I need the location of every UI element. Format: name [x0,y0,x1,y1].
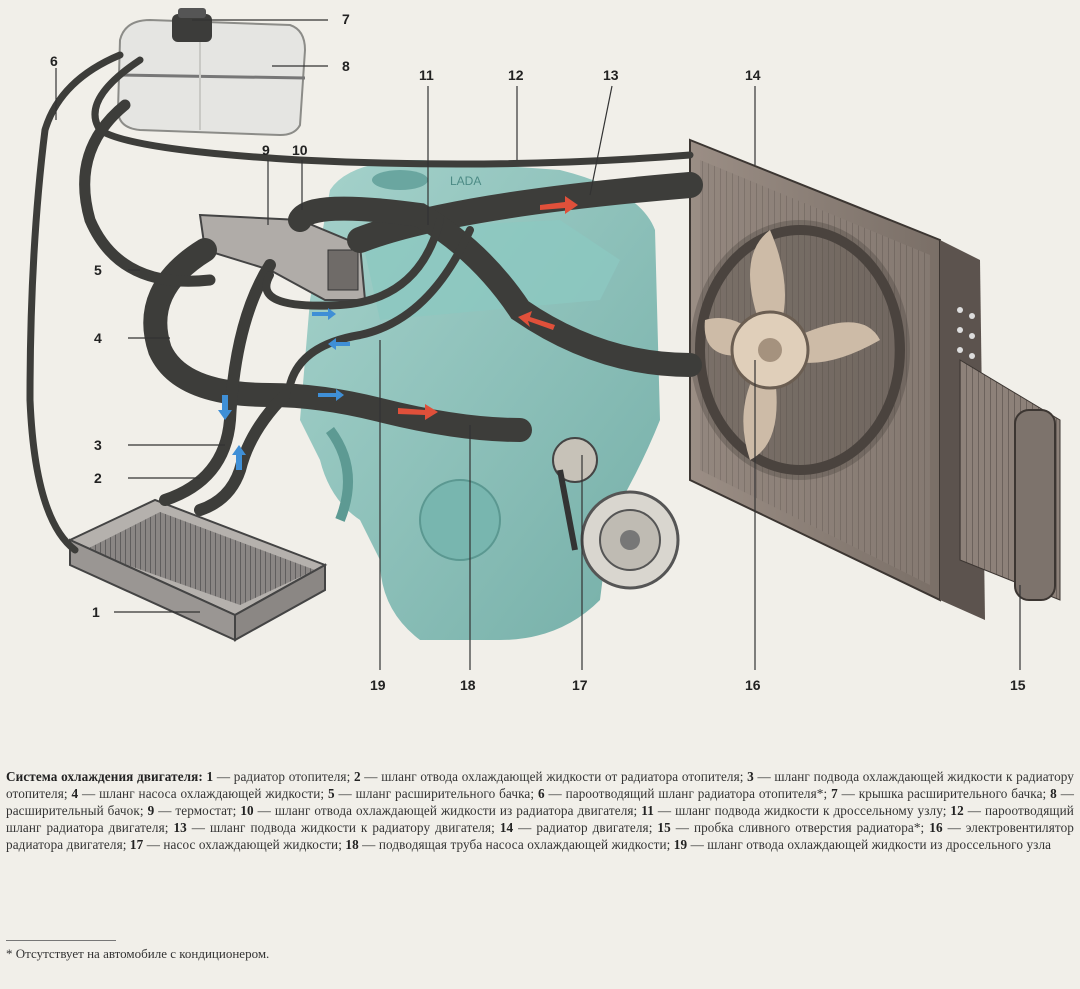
callout-14: 14 [745,67,761,83]
caption-item-13: 13 — шланг подвода жидкости к радиатору … [173,820,495,835]
caption-item-3: 3 — шланг подвода охлаждающей жидкости к… [6,769,1074,801]
callout-8: 8 [342,58,350,74]
expansion-tank-cap [172,8,212,42]
callouts: 1 2 3 4 5 6 7 8 9 10 11 12 13 14 15 16 1… [50,11,1026,693]
callout-1: 1 [92,604,100,620]
caption-item-5: 5 — шланг расширительного бачка; [328,786,535,801]
caption-title: Система охлаждения двигателя: [6,769,203,784]
footnote: * Отсутствует на автомобиле с кондиционе… [6,946,270,961]
hoses [26,51,703,554]
callout-12: 12 [508,67,524,83]
expansion-tank [116,18,307,137]
caption-item-14: 14 — радиатор двигателя; [499,820,653,835]
callout-15: 15 [1010,677,1026,693]
caption-item-10: 10 — шланг отвода охлаждающей жидкости и… [240,803,638,818]
flow-arrows [218,196,578,470]
caption-item-12: 12 — пароотводящий шланг радиатора двига… [6,803,1074,835]
caption-item-18: 18 — подводящая труба насоса охлаждающей… [345,837,671,852]
callout-13: 13 [603,67,619,83]
callout-18: 18 [460,677,476,693]
callout-10: 10 [292,142,308,158]
callout-19: 19 [370,677,386,693]
caption-item-2: 2 — шланг отвода охлаждающей жидкости от… [353,769,744,784]
radiator-fan [690,220,910,480]
caption-item-17: 17 — насос охлаждающей жидкости; [129,837,342,852]
callout-11: 11 [419,67,434,83]
leader-lines [55,19,1021,670]
svg-text:LADA: LADA [450,174,481,188]
callout-16: 16 [745,677,761,693]
callout-5: 5 [94,262,102,278]
callout-17: 17 [572,677,588,693]
footnote-divider [6,940,116,941]
caption-item-4: 4 — шланг насоса охлаждающей жидкости; [71,786,325,801]
callout-7: 7 [342,11,350,27]
caption-item-16: 16 — электровентилятор радиатора двигате… [6,820,1074,852]
callout-2: 2 [94,470,102,486]
heater-radiator [67,498,328,642]
callout-6: 6 [50,53,58,69]
caption-item-15: 15 — пробка сливного отверстия радиатора… [657,820,925,835]
caption-item-19: 19 — шланг отвода охлаждающей жидкости и… [673,837,1052,852]
caption-item-6: 6 — пароотводящий шланг радиатора отопит… [537,786,828,801]
caption-item-1: 1 — радиатор отопителя; [206,769,351,784]
caption-item-7: 7 — крышка расширительного бачка; [831,786,1047,801]
caption-item-8: 8 — расширительный бачок; [6,786,1074,818]
caption-item-11: 11 — шланг подвода жидкости к дроссельно… [641,803,947,818]
callout-4: 4 [94,330,102,346]
callout-3: 3 [94,437,102,453]
figure-caption: Система охлаждения двигателя: 1 — радиат… [6,768,1074,853]
caption-item-9: 9 — термостат; [147,803,237,818]
cooling-system-diagram: LADA [26,8,1061,693]
callout-9: 9 [262,142,270,158]
